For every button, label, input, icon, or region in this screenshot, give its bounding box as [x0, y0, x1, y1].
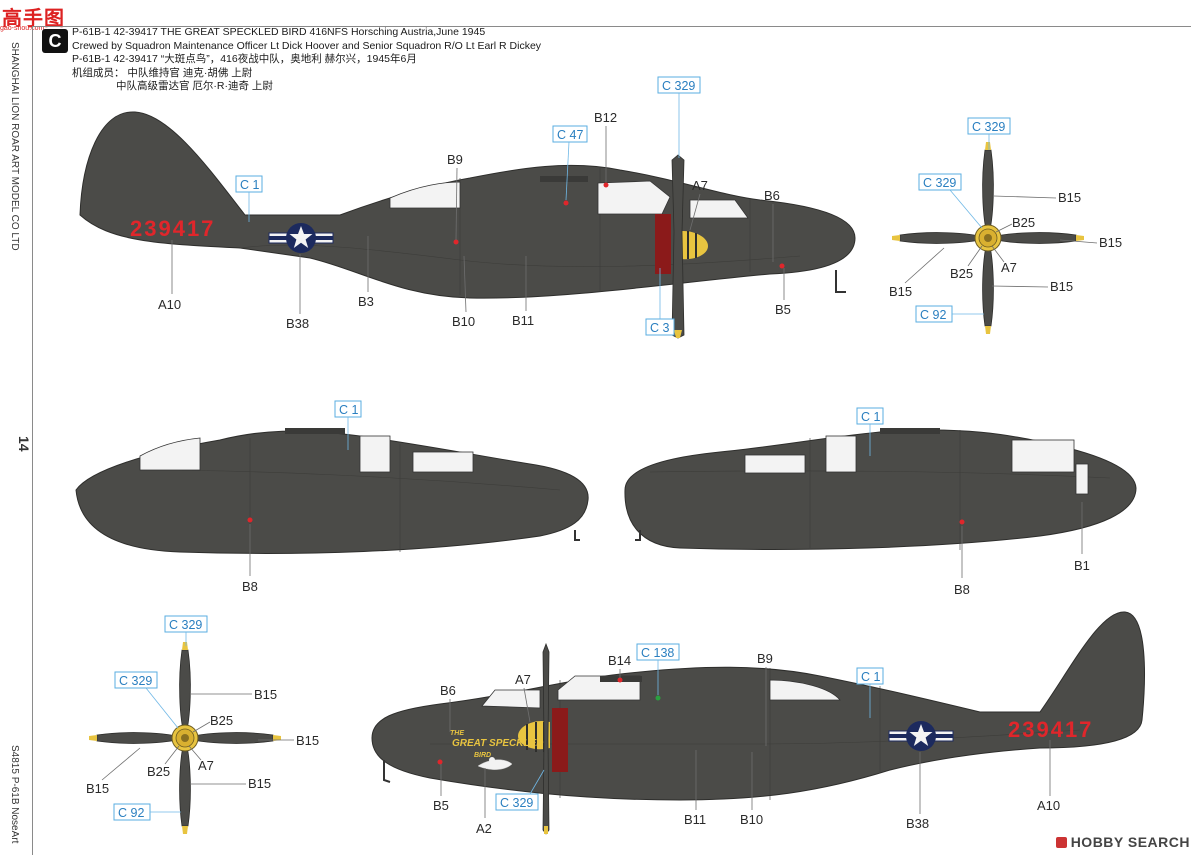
callout-prop-top-b15b: B15 — [1099, 235, 1122, 250]
watermark-url: gao-shou.com — [0, 25, 45, 32]
callout-top-left-a7: A7 — [692, 178, 708, 193]
serial-number: 239417 — [130, 216, 215, 241]
callout-prop-top-b15d: B15 — [889, 284, 912, 299]
callout-top-left-b5: B5 — [775, 302, 791, 317]
callout-top-left-b12: B12 — [594, 110, 617, 125]
scheme-description: P-61B-1 42-39417 THE GREAT SPECKLED BIRD… — [72, 26, 541, 94]
callout-bottom-right-b6: B6 — [440, 683, 456, 698]
callout-bottom-right-b9: B9 — [757, 651, 773, 666]
callout-bottom-right-a2: A2 — [476, 821, 492, 836]
scheme-letter-badge: C — [42, 29, 68, 53]
callout-prop-top-b15c: B15 — [1050, 279, 1073, 294]
callout-prop-top-c329b: C 329 — [923, 176, 956, 190]
propeller-view-top — [891, 141, 1085, 335]
callout-mid-left-b8: B8 — [242, 579, 258, 594]
callout-bottom-right-a7: A7 — [515, 672, 531, 687]
header-line-5: 中队高级雷达官 厄尔·R·迪奇 上尉 — [116, 80, 273, 92]
callout-bottom-right-b11: B11 — [684, 812, 706, 827]
hobby-search-icon — [1055, 837, 1067, 848]
serial-number-bottom: 239417 — [1008, 717, 1093, 742]
callout-top-left-c329: C 329 — [662, 79, 695, 93]
callout-top-left-b10: B10 — [452, 314, 475, 329]
callout-bottom-right-b10: B10 — [740, 812, 763, 827]
watermark-logo: 高手图 — [2, 8, 65, 30]
pod-view-right — [624, 428, 1137, 550]
header-line-4: 机组成员： 中队维持官 迪克·胡佛 上尉 — [72, 66, 253, 79]
callout-top-left-c1: C 1 — [240, 178, 260, 192]
callout-prop-top-b15a: B15 — [1058, 190, 1081, 205]
callout-prop-bottom-b25b: B25 — [147, 764, 170, 779]
callout-prop-bottom-b15d: B15 — [86, 781, 109, 796]
site-logo: HOBBY SEARCH — [1055, 834, 1190, 850]
callout-prop-bottom-b25a: B25 — [210, 713, 233, 728]
callouts-mid-right: C 1 B8 B1 — [856, 407, 1090, 597]
sheet-frame — [32, 26, 1191, 855]
nose-art-line-1: THE — [450, 730, 464, 737]
callout-prop-bottom-c92: C 92 — [118, 806, 144, 820]
callout-prop-bottom-b15a: B15 — [254, 687, 277, 702]
callout-prop-top-b25a: B25 — [1012, 215, 1035, 230]
callout-top-left-c3: C 3 — [650, 321, 670, 335]
callout-top-left-a10: A10 — [158, 297, 181, 312]
callout-top-left-b6: B6 — [764, 188, 780, 203]
callouts-top-left: C 1 C 47 C 329 C 3 B12 B9 A7 B6 A10 B38 … — [158, 76, 791, 336]
callout-prop-top-c329a: C 329 — [972, 120, 1005, 134]
header-line-1: P-61B-1 42-39417 THE GREAT SPECKLED BIRD… — [72, 26, 486, 38]
callout-bottom-right-c1: C 1 — [861, 670, 881, 684]
callout-top-left-b3: B3 — [358, 294, 374, 309]
callout-top-left-b38: B38 — [286, 316, 309, 331]
pod-view-left — [75, 428, 589, 554]
callout-mid-right-b8: B8 — [954, 582, 970, 597]
callout-bottom-right-c138: C 138 — [641, 646, 674, 660]
callout-prop-top-a7: A7 — [1001, 260, 1017, 275]
callout-bottom-right-b38: B38 — [906, 816, 929, 831]
callout-bottom-right-b14: B14 — [608, 653, 631, 668]
callouts-mid-left: C 1 B8 — [242, 400, 362, 594]
callout-top-left-b11: B11 — [512, 313, 534, 328]
callout-top-left-b9: B9 — [447, 152, 463, 167]
callout-prop-top-c92: C 92 — [920, 308, 946, 322]
nose-art-line-3: BIRD — [474, 752, 491, 759]
callout-mid-left-c1: C 1 — [339, 403, 359, 417]
header-line-3: P-61B-1 42-39417 “大斑点鸟”，416夜战中队，奥地利 赫尔兴，… — [72, 53, 417, 65]
callout-prop-bottom-a7: A7 — [198, 758, 214, 773]
side-view-top: 239417 — [79, 111, 856, 339]
nose-art: THE GREAT SPECKLED BIRD — [450, 730, 544, 770]
callout-mid-right-c1: C 1 — [861, 410, 881, 424]
callout-mid-right-b1: B1 — [1074, 558, 1090, 573]
callout-bottom-right-b5: B5 — [433, 798, 449, 813]
side-view-bottom: THE GREAT SPECKLED BIRD 239417 — [371, 611, 1145, 835]
callout-top-left-c47: C 47 — [557, 128, 583, 142]
callout-prop-top-b25b: B25 — [950, 266, 973, 281]
callout-bottom-right-a10: A10 — [1037, 798, 1060, 813]
callout-prop-bottom-c329a: C 329 — [169, 618, 202, 632]
callouts-bottom-right: B14 C 138 B9 B6 A7 C 1 C 329 B5 A2 B11 B… — [433, 643, 1060, 836]
callout-prop-bottom-b15b: B15 — [296, 733, 319, 748]
callouts-prop-bottom: C 329 C 329 C 92 B15 B15 B15 B15 B25 B25… — [86, 615, 319, 821]
callout-prop-bottom-b15c: B15 — [248, 776, 271, 791]
callouts-prop-top: C 329 C 329 C 92 B15 B15 B15 B15 B25 B25… — [889, 117, 1122, 323]
callout-prop-bottom-c329b: C 329 — [119, 674, 152, 688]
header-line-2: Crewed by Squadron Maintenance Officer L… — [72, 39, 542, 52]
nose-art-line-2: GREAT SPECKLED — [452, 738, 544, 749]
callout-bottom-right-c329: C 329 — [500, 796, 533, 810]
